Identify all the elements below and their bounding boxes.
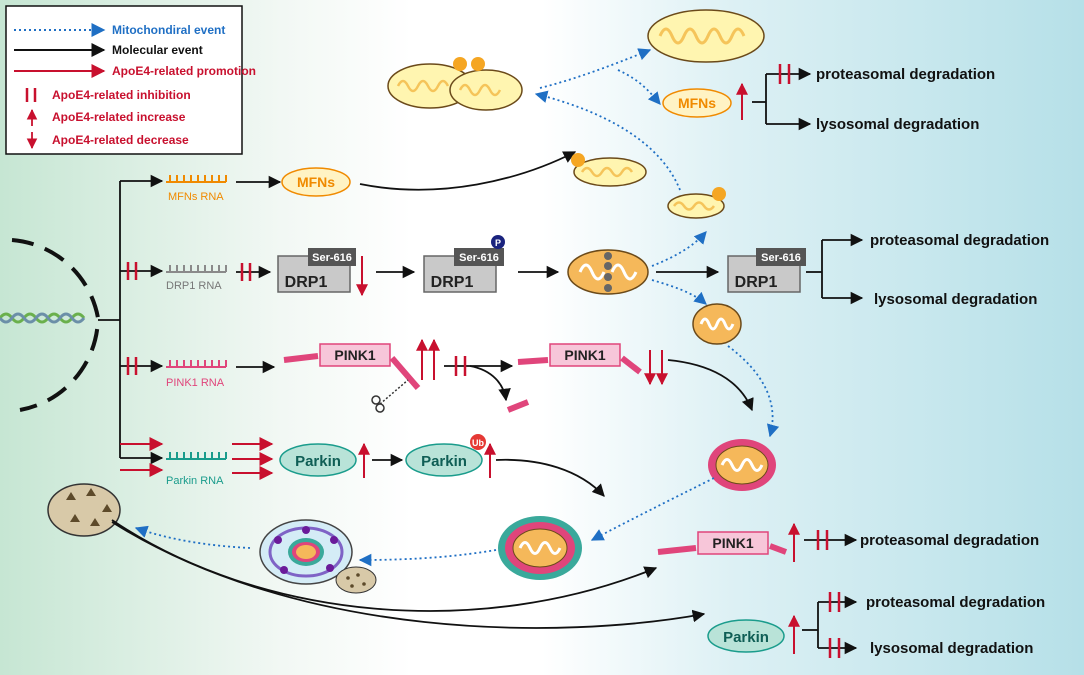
autophagosome: [259, 519, 353, 585]
drp1-rna: DRP1 RNA: [166, 265, 227, 292]
pink1-processed-label: PINK1: [564, 347, 605, 363]
drp1-lysosomal-label: lysosomal degradation: [874, 291, 1037, 308]
drp1p-label: DRP1: [431, 274, 474, 291]
autolysosome: [47, 483, 121, 537]
parkin-protein: Parkin: [279, 443, 357, 477]
drp1d-ser616-label: Ser-616: [761, 252, 801, 264]
small-mitochondrion-1: [571, 153, 647, 187]
mfns-degradation-branches: [752, 64, 812, 131]
parkin-bottom-label: Parkin: [723, 629, 769, 646]
mfns-top-label: MFNs: [678, 95, 716, 111]
fragmented-mitochondrion: [692, 303, 742, 345]
legend-inhibition: ApoE4-related inhibition: [52, 88, 191, 102]
mfns-lysosomal-label: lysosomal degradation: [816, 116, 979, 133]
fission-mitochondrion: [567, 249, 649, 295]
healthy-mitochondrion: [647, 9, 765, 63]
dna-helix-icon: [0, 312, 86, 324]
drp1-proteasomal-label: proteasomal degradation: [870, 232, 1049, 249]
fused-mitochondria: [387, 57, 523, 111]
legend-decrease: ApoE4-related decrease: [52, 133, 189, 147]
legend-molecular-event: Molecular event: [112, 43, 203, 57]
drp1-degradation-protein: Ser-616 DRP1: [727, 248, 806, 293]
parkin-proteasomal-label: proteasomal degradation: [866, 594, 1045, 611]
drp1d-label: DRP1: [735, 274, 778, 291]
drp1-label: DRP1: [285, 274, 328, 291]
mfns-protein: MFNs: [281, 167, 351, 197]
legend-promotion: ApoE4-related promotion: [112, 64, 256, 78]
mfns-rna-label: MFNs RNA: [168, 191, 224, 203]
pink1-rna: PINK1 RNA: [166, 360, 227, 389]
drp1p-ser616-label: Ser-616: [459, 252, 499, 264]
pink1-rna-label: PINK1 RNA: [166, 377, 225, 389]
parkin-coated-mitochondrion: [498, 516, 582, 580]
parkin-ub-label: Parkin: [421, 453, 467, 470]
pink1-full-protein: PINK1: [283, 343, 421, 390]
lysosome: [335, 566, 377, 594]
transcription-branches: [98, 174, 164, 477]
legend: Mitochondiral event Molecular event ApoE…: [5, 5, 256, 155]
legend-increase: ApoE4-related increase: [52, 110, 186, 124]
drp1-degradation-branches: [806, 233, 864, 305]
mfns-top-protein: MFNs: [662, 88, 732, 118]
pink1-proteasomal-label: proteasomal degradation: [860, 532, 1039, 549]
drp1-ser616-label: Ser-616: [312, 252, 352, 264]
pink1-processed-protein: PINK1: [517, 343, 642, 375]
drp1-protein: Ser-616 DRP1: [277, 248, 356, 293]
mfns-proteasomal-label: proteasomal degradation: [816, 66, 995, 83]
parkin-lysosomal-label: lysosomal degradation: [870, 640, 1033, 657]
parkin-rna: Parkin RNA: [166, 452, 227, 487]
parkin-bottom-protein: Parkin: [707, 619, 785, 653]
pink1-bottom-protein: PINK1: [657, 531, 788, 555]
ub-badge: Ub: [472, 438, 484, 448]
nucleus: [11, 238, 101, 412]
scissors-icon: [371, 379, 409, 413]
mfns-protein-label: MFNs: [297, 174, 335, 190]
parkin-ub-protein: Parkin Ub: [405, 434, 486, 477]
legend-mito-event: Mitochondiral event: [112, 23, 225, 37]
parkin-label: Parkin: [295, 453, 341, 470]
parkin-degradation-branches: [802, 592, 858, 658]
pink1-cleaved-fragment: [506, 399, 530, 413]
small-mitochondrion-2: [667, 187, 726, 219]
pink1-tagged-mitochondrion: [708, 439, 776, 491]
pink1-full-label: PINK1: [334, 347, 375, 363]
pink1-bottom-label: PINK1: [712, 535, 753, 551]
drp1-rna-label: DRP1 RNA: [166, 280, 222, 292]
phospho-badge: P: [495, 238, 501, 248]
mfns-rna: MFNs RNA: [166, 175, 227, 203]
drp1-phospho-protein: Ser-616 P DRP1: [423, 235, 505, 293]
parkin-rna-label: Parkin RNA: [166, 475, 224, 487]
